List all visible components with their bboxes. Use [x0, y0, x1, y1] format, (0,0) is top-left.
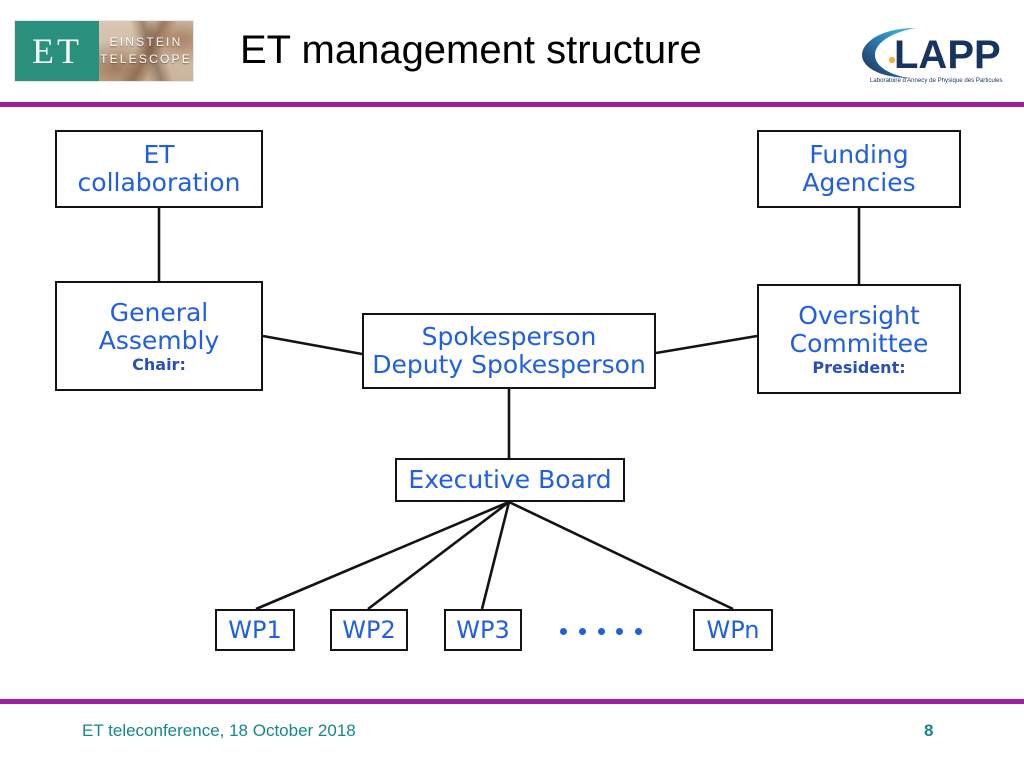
lapp-swoosh-icon	[862, 28, 916, 78]
node-wpn-label: WPn	[706, 615, 760, 644]
page-title: ET management structure	[240, 28, 702, 72]
node-executive-board[interactable]: Executive Board	[395, 458, 625, 502]
node-spokesperson[interactable]: Spokesperson Deputy Spokesperson	[362, 313, 656, 389]
header-divider	[0, 102, 1024, 107]
node-wp2[interactable]: WP2	[330, 609, 408, 651]
edge-spokesperson-oversight-committee	[655, 334, 758, 355]
node-wp3[interactable]: WP3	[444, 609, 522, 651]
ellipsis-dots	[560, 612, 642, 650]
node-general-assembly-chair: Chair:	[132, 354, 186, 374]
node-wp2-label: WP2	[342, 615, 396, 644]
et-logo-mark: ET	[32, 31, 82, 71]
node-oversight-committee-president: President:	[812, 357, 906, 377]
ellipsis-dot	[597, 627, 605, 635]
node-executive-board-label: Executive Board	[408, 465, 612, 494]
node-wp3-label: WP3	[456, 615, 510, 644]
node-wp1-label: WP1	[228, 615, 282, 644]
edge-executive-board-wp2	[367, 500, 510, 611]
ellipsis-dot	[560, 627, 567, 635]
footer-divider	[0, 699, 1024, 704]
et-logo-mark-panel: ET	[15, 21, 99, 81]
footer-page-number: 8	[924, 721, 934, 740]
footer-text: ET teleconference, 18 October 2018	[82, 721, 356, 740]
node-et-collaboration-label: ET collaboration	[77, 140, 241, 197]
lapp-dot-icon	[888, 56, 896, 64]
node-et-collaboration[interactable]: ET collaboration	[55, 130, 263, 208]
node-wpn[interactable]: WPn	[693, 609, 773, 651]
et-einstein-telescope-logo: ET EINSTEIN TELESCOPE	[14, 20, 194, 82]
node-funding-agencies-label: Funding Agencies	[802, 140, 916, 197]
lapp-wordmark: LAPP	[894, 33, 1001, 77]
et-logo-image-panel: EINSTEIN TELESCOPE	[99, 21, 193, 81]
node-funding-agencies[interactable]: Funding Agencies	[757, 130, 961, 208]
node-general-assembly[interactable]: General Assembly Chair:	[55, 281, 263, 391]
ellipsis-dot	[578, 627, 586, 635]
lapp-logo: LAPP Laboratoire d'Annecy de Physique de…	[856, 16, 1008, 90]
ellipsis-dot	[635, 627, 642, 635]
ellipsis-dot	[616, 627, 624, 635]
edge-executive-board-wp3	[480, 501, 511, 610]
et-logo-line-2: TELESCOPE	[100, 52, 192, 66]
edge-executive-board-wpn	[508, 500, 734, 611]
node-general-assembly-label: General Assembly	[98, 297, 220, 355]
node-oversight-committee-label: Oversight Committee	[789, 300, 929, 358]
lapp-subtitle: Laboratoire d'Annecy de Physique des Par…	[870, 77, 1003, 84]
node-wp1[interactable]: WP1	[215, 609, 295, 651]
node-spokesperson-label: Spokesperson Deputy Spokesperson	[372, 322, 646, 379]
edge-general-assembly-spokesperson	[262, 334, 363, 356]
edge-executive-board-wp1	[255, 500, 510, 611]
node-oversight-committee[interactable]: Oversight Committee President:	[757, 284, 961, 394]
et-logo-line-1: EINSTEIN	[109, 34, 183, 49]
